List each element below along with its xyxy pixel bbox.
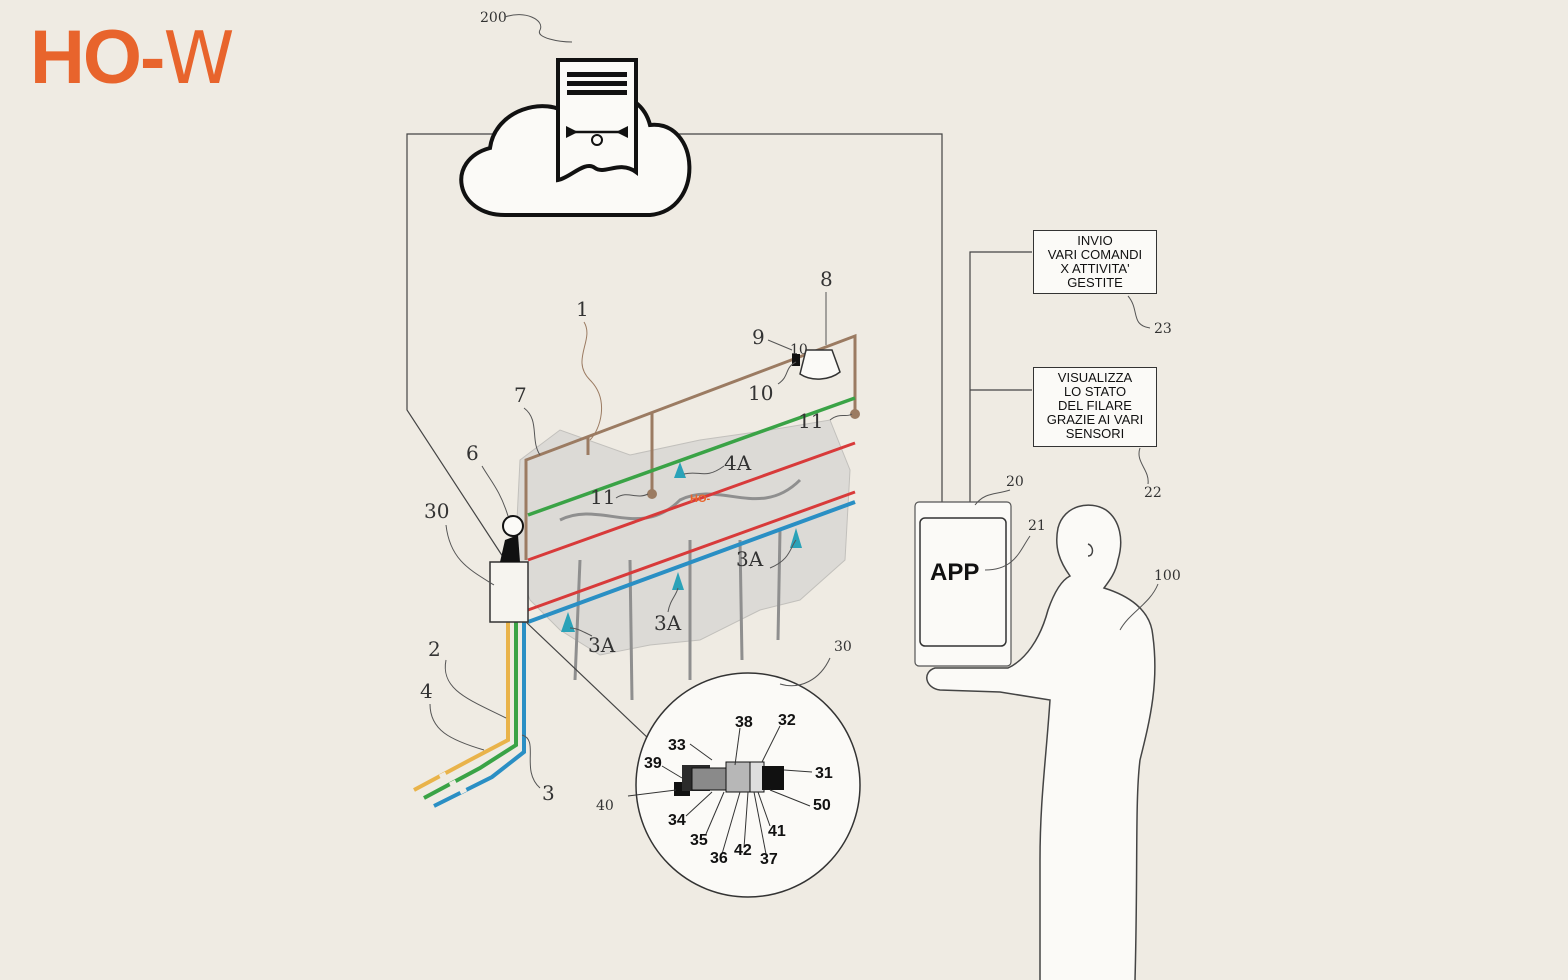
command-link [969,251,1032,520]
label-3A-mid: 3A [654,611,682,635]
label-11a: 11 [590,485,615,509]
server-icon [556,58,638,183]
label-9: 9 [752,325,765,349]
detail-label-31: 31 [815,765,833,782]
label-30-detail: 30 [834,639,852,655]
detail-label-42: 42 [734,842,752,859]
app-label: APP [930,559,979,586]
label-30: 30 [424,499,449,523]
logo-prefix: HO- [30,15,165,100]
detail-label-41: 41 [768,823,786,840]
sprinkler-icon [561,462,802,632]
label-8: 8 [820,267,833,291]
label-4A: 4A [724,451,752,475]
cloud-link-left [406,133,560,561]
sensor-8-icon [799,349,841,380]
trellis-pipes [524,333,857,560]
logo-suffix: W [163,16,235,100]
feed-dashes [438,771,468,795]
detail-label-50: 50 [813,797,831,814]
detail-leaders [627,725,813,855]
view-status-box: VISUALIZZA LO STATO DEL FILARE GRAZIE AI… [1033,367,1157,447]
cloud-link-right [638,133,943,520]
detail-label-34: 34 [668,812,686,829]
blue-line [527,500,856,624]
green-line [527,396,856,517]
label-21: 21 [1028,518,1046,534]
detail-label-32: 32 [778,712,796,729]
watermark-ho: HO- [690,493,711,505]
valve-11b [850,409,860,419]
label-100: 100 [1154,568,1181,584]
detail-label-40: 40 [596,798,614,814]
label-6: 6 [466,441,479,465]
vineyard-foliage [514,419,851,656]
label-3A-right: 3A [736,547,764,571]
detail-label-39: 39 [644,755,662,772]
label-4: 4 [420,679,433,703]
label-1: 1 [576,297,589,321]
send-commands-box: INVIO VARI COMANDI X ATTIVITA' GESTITE [1033,230,1157,294]
tablet-screen [919,517,1007,647]
control-box [489,561,529,623]
detail-label-37: 37 [760,851,778,868]
red-line-lower [527,490,856,612]
label-10b: 10 [790,342,808,358]
detail-label-38: 38 [735,714,753,731]
detail-label-35: 35 [690,832,708,849]
detail-label-36: 36 [710,850,728,867]
label-23: 23 [1154,321,1172,337]
person-silhouette [926,504,1156,980]
blue-feed [433,622,526,808]
valve-body [500,535,520,562]
label-7: 7 [514,383,527,407]
label-20: 20 [1006,474,1024,490]
valve-detail [674,761,784,796]
label-3: 3 [542,781,555,805]
label-3A-left: 3A [588,633,616,657]
label-11b: 11 [798,409,823,433]
label-22: 22 [1144,485,1162,501]
label-10: 10 [748,381,773,405]
detail-label-33: 33 [668,737,686,754]
label-2: 2 [428,637,441,661]
valve-11a [647,489,657,499]
red-line-upper [527,441,856,562]
sensor-10 [792,354,800,366]
label-200: 200 [480,10,507,26]
ho-w-logo: HO-W [30,20,235,96]
detail-leader [525,621,651,741]
pressure-gauge-icon [502,515,524,537]
